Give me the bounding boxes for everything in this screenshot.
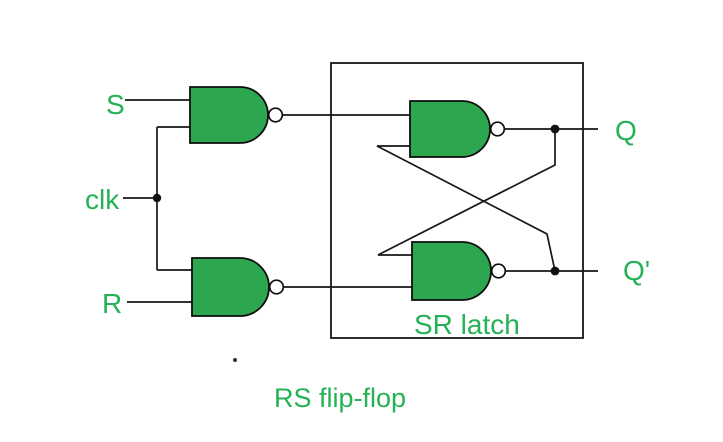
nand-gate-latch-bottom <box>411 241 492 301</box>
wire-feedback-q-to-bottom-gate <box>377 129 556 256</box>
junction-dot-q-bar <box>550 266 560 276</box>
nand-gate-r <box>191 257 270 317</box>
q-label: Q <box>615 115 637 146</box>
wire-feedback-qbar-to-top-gate <box>376 145 556 272</box>
r-label: R <box>102 288 122 319</box>
nand-gate-latch-top <box>409 100 491 158</box>
sr-latch-label: SR latch <box>414 309 520 340</box>
inverter-bubble-latch-top <box>489 121 506 137</box>
inverter-bubble-s-nand <box>267 107 284 123</box>
sr-latch-box <box>330 62 584 339</box>
stray-dot <box>233 358 237 362</box>
s-label: S <box>106 89 125 120</box>
q-bar-label: Q' <box>623 255 650 286</box>
inverter-bubble-r-nand <box>268 279 285 295</box>
figure-caption: RS flip-flop <box>274 383 406 413</box>
nand-gate-s <box>189 86 269 144</box>
junction-dot-clk <box>152 193 162 203</box>
junction-dot-q <box>550 124 560 134</box>
clk-label: clk <box>85 184 120 215</box>
inverter-bubble-latch-bottom <box>490 263 507 279</box>
